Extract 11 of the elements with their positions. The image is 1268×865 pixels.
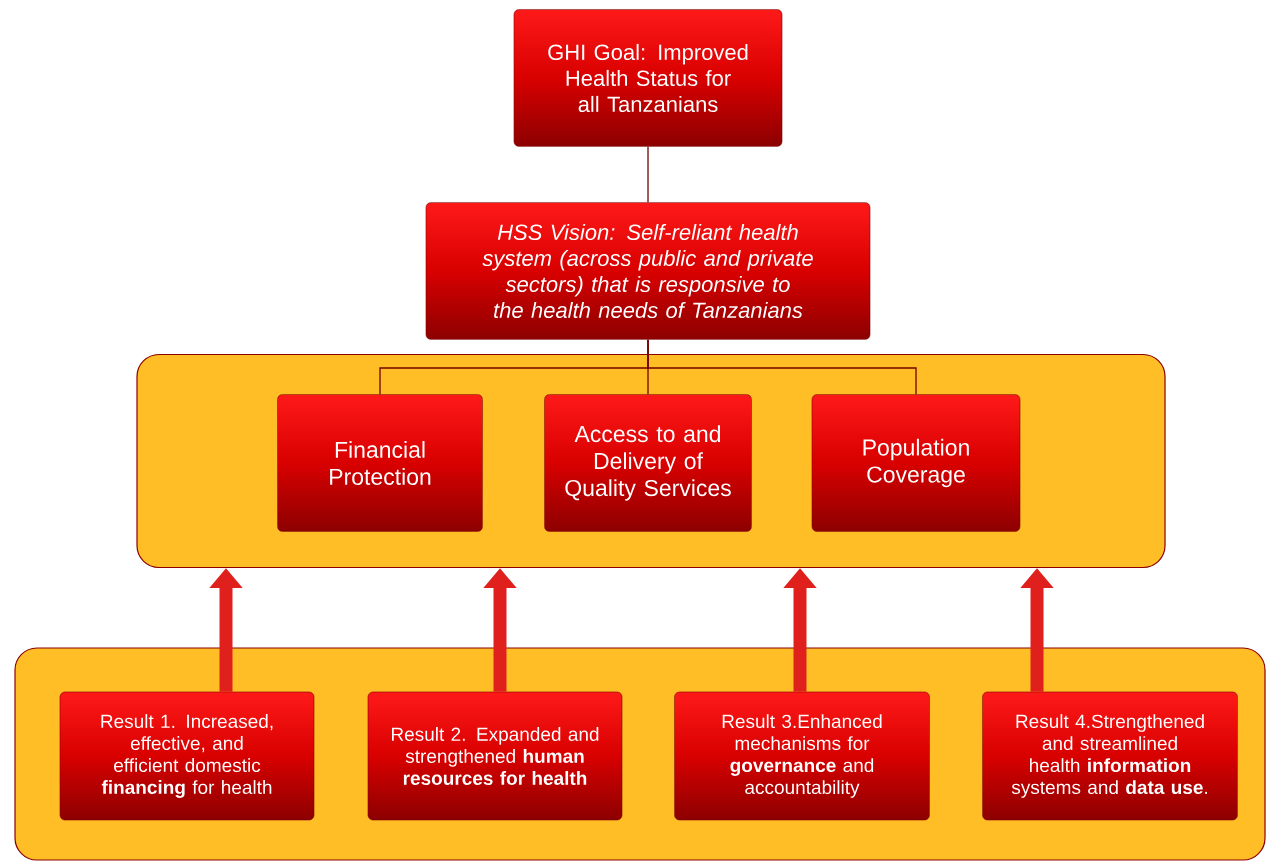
text-box: Access to and Delivery of Quality Services <box>544 394 752 532</box>
connector-line <box>647 146 649 203</box>
text-box: HSS Vision: Self-reliant health system (across public and private sectors) that is responsive to the health needs of Tanzanians <box>425 202 871 340</box>
connector-line <box>647 339 917 395</box>
text-box: GHI Goal: Improved Health Status for all Tanzanians <box>513 9 783 147</box>
text-box: Result 1. Increased, effective, and efficient domestic financing for health <box>59 691 315 821</box>
text-box: Result 4.Strengthened and streamlined health information systems and data use. <box>982 691 1238 821</box>
text-box: Financial Protection <box>277 394 483 532</box>
text-box: Population Coverage <box>811 394 1021 532</box>
text-box: Result 2. Expanded and strengthened human resources for health <box>367 691 623 821</box>
text-box: Result 3.Enhanced mechanisms for governance and accountability <box>674 691 930 821</box>
